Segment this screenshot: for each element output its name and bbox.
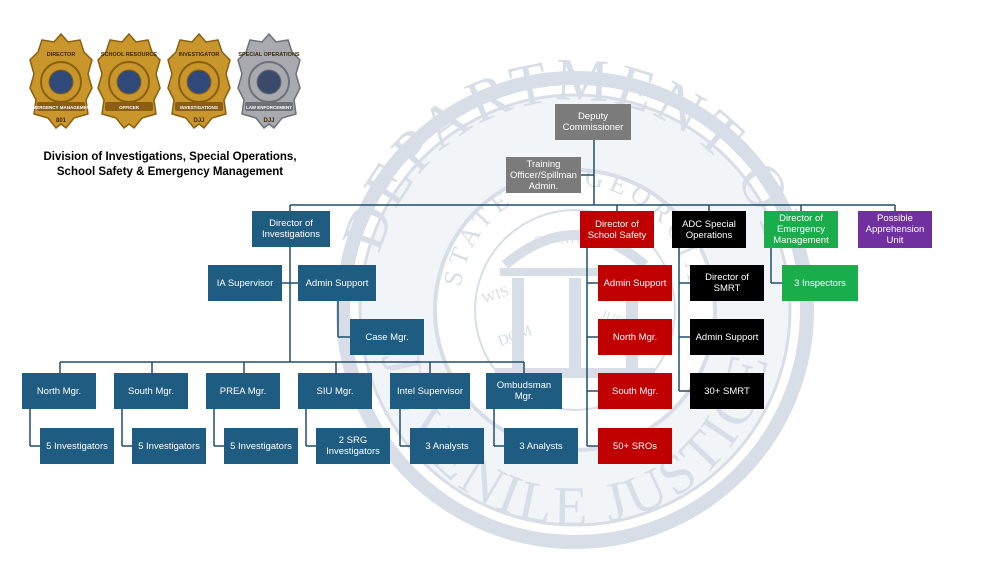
sros-box: 50+ SROs [598,428,672,464]
inspectors-box: 3 Inspectors [782,265,858,301]
siu-investigators-box: 2 SRG Investigators [316,428,390,464]
badge-number-text: DJJ [193,118,204,124]
admin-support-operations-box: Admin Support [690,319,764,355]
investigator-badge-icon: INVESTIGATOR INVESTIGATIONS DJJ [167,32,231,130]
south-mgr-investigations-box: South Mgr. [114,373,188,409]
director-badge-icon: DIRECTOR EMERGENCY MANAGEMENT 801 [29,32,93,130]
badge-top-text: INVESTIGATOR [179,52,220,58]
badge-top-text: SPECIAL OPERATIONS [238,52,300,58]
siu-mgr-box: SIU Mgr. [298,373,372,409]
smrt-30-box: 30+ SMRT [690,373,764,409]
badge-banner-text: OFFICER [119,105,139,110]
deputy-commissioner-box: Deputy Commissioner [555,104,631,140]
badge-number-text: DJJ [263,118,274,124]
north-investigators-box: 5 Investigators [40,428,114,464]
prea-mgr-box: PREA Mgr. [206,373,280,409]
division-title-line-2: School Safety & Emergency Management [56,166,284,178]
ia-supervisor-box: IA Supervisor [208,265,282,301]
school-resource-officer-badge-icon: SCHOOL RESOURCE OFFICER [97,32,161,130]
case-mgr-box: Case Mgr. [350,319,424,355]
badge-banner-text: EMERGENCY MANAGEMENT [30,105,93,110]
admin-support-investigations-box: Admin Support [298,265,376,301]
director-emergency-management-box: Director of Emergency Management [764,211,838,248]
ombudsman-mgr-box: Ombudsman Mgr. [486,373,562,409]
badge-top-text: SCHOOL RESOURCE [101,52,157,58]
north-mgr-school-box: North Mgr. [598,319,672,355]
training-officer-box: Training Officer/Spillman Admin. [506,157,581,193]
badge-top-text: DIRECTOR [47,52,76,58]
director-investigations-box: Director of Investigations [252,211,330,247]
director-school-safety-box: Director of School Safety [580,211,654,248]
admin-support-school-box: Admin Support [598,265,672,301]
possible-apprehension-unit-box: Possible Apprehension Unit [858,211,932,248]
adc-special-operations-box: ADC Special Operations [672,211,746,248]
badge-number-text: 801 [56,118,67,124]
ombudsman-analysts-box: 3 Analysts [504,428,578,464]
south-mgr-school-box: South Mgr. [598,373,672,409]
intel-supervisor-box: Intel Supervisor [390,373,470,409]
prea-investigators-box: 5 Investigators [224,428,298,464]
special-operations-badge-icon: SPECIAL OPERATIONS LAW ENFORCEMENT DJJ [237,32,301,130]
badge-banner-text: INVESTIGATIONS [180,105,218,110]
division-title: Division of Investigations, Special Oper… [20,150,320,180]
south-investigators-box: 5 Investigators [132,428,206,464]
intel-analysts-box: 3 Analysts [410,428,484,464]
north-mgr-investigations-box: North Mgr. [22,373,96,409]
division-title-line-1: Division of Investigations, Special Oper… [43,151,297,163]
director-smrt-box: Director of SMRT [690,265,764,301]
badge-banner-text: LAW ENFORCEMENT [246,105,292,110]
